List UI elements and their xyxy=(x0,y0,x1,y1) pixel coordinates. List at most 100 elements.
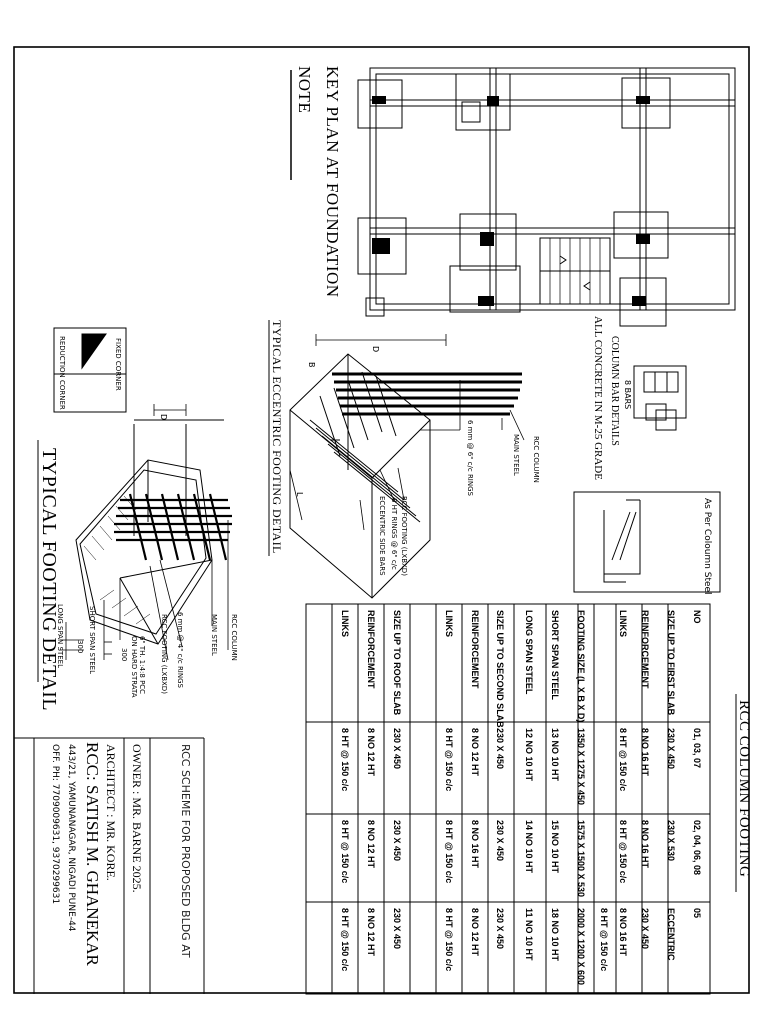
table-cell: 8 NO 16 HT xyxy=(640,728,650,777)
eccentric-side-bars-label: ECCENTRIC SIDE BARS xyxy=(378,496,386,576)
eccentric-dim-d: D xyxy=(371,346,380,353)
table-cell: 05 xyxy=(692,908,702,919)
eccentric-rcc-column-label: RCC COLUMN xyxy=(532,436,540,483)
table-row-label: LINKS xyxy=(618,610,628,637)
table-cell: 8 HT @ 150 c/c xyxy=(340,820,350,884)
table-title: RCC COLUMN FOOTING xyxy=(736,700,752,878)
rcc-consultant-text: RCC: SATISH M. GHANEKAR xyxy=(83,742,102,966)
key-plan-heading: KEY PLAN AT FOUNDATION xyxy=(323,66,342,298)
table-cell: 8 HT @ 150 c/c xyxy=(340,728,350,792)
owner-text: OWNER : MR. BARNE 2025. xyxy=(130,744,144,893)
table-row-label: REINFORCEMENT xyxy=(640,610,650,689)
steel-box xyxy=(573,491,721,593)
table-cell: ECCENTRIC xyxy=(666,908,676,961)
typical-footing xyxy=(75,419,224,645)
eccentric-column-bars xyxy=(332,372,522,416)
table-row-label: LINKS xyxy=(444,610,454,637)
eccentric-rcc-footing-label: RCC FOOTING (LXBXD) xyxy=(400,496,408,576)
table-cell: 02, 04, 06, 08 xyxy=(692,820,702,876)
table-cell: 8 HT @ 150 c/c xyxy=(444,728,454,792)
table-cell: 230 X 450 xyxy=(392,908,402,950)
typical-dim-300-bottom: 300 xyxy=(76,640,84,654)
table-cell: 1575 X 1500 X 530 xyxy=(576,820,586,898)
eccentric-heading: TYPICAL ECCENTRIC FOOTING DETAIL xyxy=(270,320,284,554)
typical-rcc-column-label: RCC COLUMN xyxy=(230,614,238,661)
table-cell: 8 NO 12 HT xyxy=(470,908,480,957)
table-cell: 12 NO 10 HT xyxy=(524,728,534,782)
eccentric-dim-l: L xyxy=(295,492,304,497)
eccentric-footing xyxy=(289,353,431,599)
table-row-label: SIZE UP TO SECOND SLAB xyxy=(495,610,505,728)
typical-rings-label: 6 mm @ 4" c/c RINGS xyxy=(176,612,184,688)
table-row-label: NO xyxy=(692,610,702,624)
phone-text: OFF. PH: 7709009631, 9370299631 xyxy=(50,744,60,905)
typical-heading: TYPICAL FOOTING DETAIL xyxy=(38,448,60,712)
key-plan-columns xyxy=(372,96,650,306)
table-cell: 11 NO 10 HT xyxy=(524,908,534,961)
column-bar-title: COLUMN BAR DETAILS xyxy=(609,336,620,446)
reduction-corner-label: REDUCTION CORNER xyxy=(58,336,66,410)
title-block-grid xyxy=(14,737,205,994)
typical-mesh xyxy=(114,493,232,561)
table-row-label: LONG SPAN STEEL xyxy=(524,610,534,695)
typical-dim-d: D xyxy=(159,414,168,421)
table-cell: 8 NO 12 HT xyxy=(366,820,376,869)
table-row-label: SHORT SPAN STEEL xyxy=(550,610,560,700)
column-bar-count: 8 BARS xyxy=(623,380,632,410)
table-cell: 230 X 450 xyxy=(666,728,676,770)
table-cell: 230 X 450 xyxy=(392,728,402,770)
table-cell: 14 NO 10 HT xyxy=(524,820,534,874)
table-cell: 8 NO 12 HT xyxy=(366,908,376,957)
typical-dim-300-top: 300 xyxy=(120,648,128,662)
fixed-corner-label: FIXED CORNER xyxy=(114,338,122,391)
table-cell: 8 NO 16 HT xyxy=(618,908,628,957)
table-cell: 8 NO 12 HT xyxy=(366,728,376,777)
eccentric-rings-label: 6 mm @ 6" c/c RINGS xyxy=(466,420,474,496)
table-cell: 8 HT @ 150 c/c xyxy=(444,820,454,884)
table-cell: 8 NO 16 HT xyxy=(470,820,480,869)
note-heading: NOTE xyxy=(295,66,314,114)
table-cell: 8 NO 12 HT xyxy=(470,728,480,777)
table-row-label: SIZE UP TO FIRST SLAB xyxy=(666,610,676,716)
table-cell: 13 NO 10 HT xyxy=(550,728,560,782)
typical-pcc-label: 6" TH. 1:4:8 PCC xyxy=(138,636,146,695)
typical-short-span-label: SHORT SPAN STEEL xyxy=(88,606,96,675)
table-cell: 2000 X 1200 X 600 xyxy=(576,908,586,986)
table-cell: 8 HT @ 150 c/c xyxy=(599,908,609,972)
eccentric-ht-rings-label: 8 HT RINGS @ 6" c/c xyxy=(390,498,398,570)
table-cell: 1350 X 1275 X 450 xyxy=(576,728,586,806)
table-cell: 230 X 530 xyxy=(666,820,676,862)
table-cell: 230 X 450 xyxy=(495,908,505,950)
address-text: 443/21, YAMUNANAGAR, NIGADI PUNE-44 xyxy=(66,744,76,932)
table-cell: 8 NO 16 HT xyxy=(640,820,650,869)
table-cell: 15 NO 10 HT xyxy=(550,820,560,874)
eccentric-dim-b: B xyxy=(307,362,316,368)
typical-rcc-footing-label: RCC FOOTING (LXBXD) xyxy=(160,614,168,694)
eccentric-main-steel-label: MAIN STEEL xyxy=(512,434,520,476)
table-cell: 8 HT @ 150 c/c xyxy=(618,820,628,884)
key-plan xyxy=(357,67,736,327)
table-row-label: FOOTING SIZE (L X B X D) xyxy=(576,610,586,723)
corner-inset xyxy=(53,327,127,413)
table-cell: 8 HT @ 150 c/c xyxy=(618,728,628,792)
table-cell: 230 X 450 xyxy=(392,820,402,862)
table-row-label: LINKS xyxy=(340,610,350,637)
column-bar-detail xyxy=(633,365,687,431)
table-cell: 8 HT @ 150 c/c xyxy=(340,908,350,972)
table-row-label: REINFORCEMENT xyxy=(366,610,376,689)
table-cell: 230 X 450 xyxy=(495,728,505,770)
table-cell: 8 HT @ 150 c/c xyxy=(444,908,454,972)
typical-long-span-label: LONG SPAN STEEL xyxy=(56,604,64,668)
typical-main-steel-label: MAIN STEEL xyxy=(210,614,218,656)
table-row-label: REINFORCEMENT xyxy=(470,610,480,689)
architect-text: ARCHITECT : MR. KORE. xyxy=(104,744,118,881)
steel-box-label: As Per Coloumn Steel xyxy=(702,498,712,595)
table-cell: 01, 03, 07 xyxy=(692,728,702,769)
table-cell: 230 X 450 xyxy=(640,908,650,950)
scheme-text: RCC SCHEME FOR PROPOSED BLDG AT xyxy=(179,744,192,958)
concrete-grade-note: ALL CONCRETE IN M-25 GRADE xyxy=(592,316,604,480)
table-cell: 230 X 450 xyxy=(495,820,505,862)
table-cell: 18 NO 10 HT xyxy=(550,908,560,962)
